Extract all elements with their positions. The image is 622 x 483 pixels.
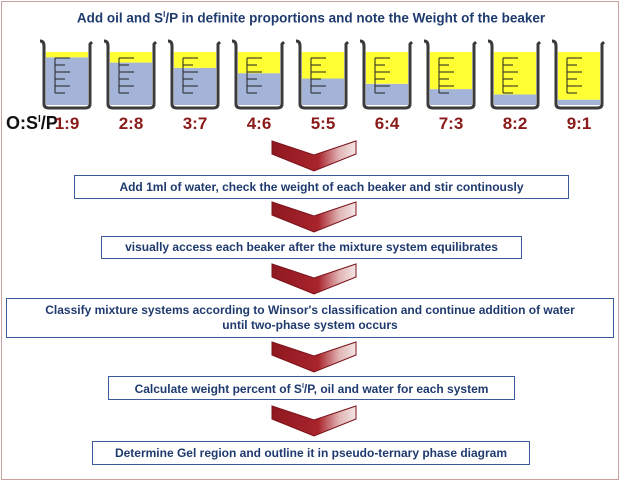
beaker-2 [103, 39, 158, 110]
ratio-axis-label: O:SI/P [6, 113, 58, 133]
ratio-label-6: 6:4 [374, 114, 400, 133]
surfactant-layer [46, 57, 88, 105]
ratio-label-5: 5:5 [310, 114, 336, 133]
chevron-arrow-5 [271, 405, 357, 437]
oil-layer [174, 52, 216, 68]
beaker-outline [231, 39, 286, 110]
surfactant-layer [494, 94, 536, 105]
beaker-9 [551, 39, 606, 110]
oil-layer [238, 52, 280, 74]
chevron-arrow-1 [271, 140, 357, 172]
beaker-outline [295, 39, 350, 110]
beaker-outline [487, 39, 542, 110]
beaker-1 [39, 39, 94, 110]
surfactant-layer [430, 89, 472, 105]
ratio-label-7: 7:3 [438, 114, 464, 133]
beaker-outline [103, 39, 158, 110]
surfactant-layer [366, 83, 408, 105]
beaker-4 [231, 39, 286, 110]
chevron-arrow-2 [271, 201, 357, 233]
surfactant-layer [238, 73, 280, 105]
beaker-outline [551, 39, 606, 110]
step-visual-assessment: visually access each beaker after the mi… [101, 236, 522, 259]
chevron-arrow-3 [271, 263, 357, 295]
beaker-outline [167, 39, 222, 110]
oil-layer [302, 52, 344, 79]
diagram-title: Add oil and SI/P in definite proportions… [76, 10, 546, 26]
oil-layer [366, 52, 408, 84]
oil-layer [558, 52, 600, 100]
beaker-row [39, 39, 606, 110]
ratio-label-1: 1:9 [54, 114, 80, 133]
beaker-8 [487, 39, 542, 110]
surfactant-layer [302, 78, 344, 105]
oil-layer [494, 52, 536, 95]
beaker-3 [167, 39, 222, 110]
surfactant-layer [110, 62, 152, 105]
surfactant-layer [558, 99, 600, 105]
beaker-6 [359, 39, 414, 110]
step-weight-percent: Calculate weight percent of SI/P, oil an… [108, 376, 515, 400]
beaker-5 [295, 39, 350, 110]
beaker-outline [359, 39, 414, 110]
ratio-label-4: 4:6 [246, 114, 272, 133]
ratio-label-3: 3:7 [182, 114, 208, 133]
chevron-arrow-4 [271, 341, 357, 373]
ratio-label-8: 8:2 [502, 114, 528, 133]
step-gel-region: Determine Gel region and outline it in p… [92, 441, 530, 465]
ratio-label-2: 2:8 [118, 114, 144, 133]
step-add-water: Add 1ml of water, check the weight of ea… [74, 175, 569, 199]
oil-layer [110, 52, 152, 63]
ratio-label-9: 9:1 [566, 114, 592, 133]
beaker-outline [423, 39, 478, 110]
step-winsor-classification: Classify mixture systems according to Wi… [6, 298, 614, 338]
beaker-outline [39, 39, 94, 110]
oil-layer [46, 52, 88, 58]
beaker-7 [423, 39, 478, 110]
